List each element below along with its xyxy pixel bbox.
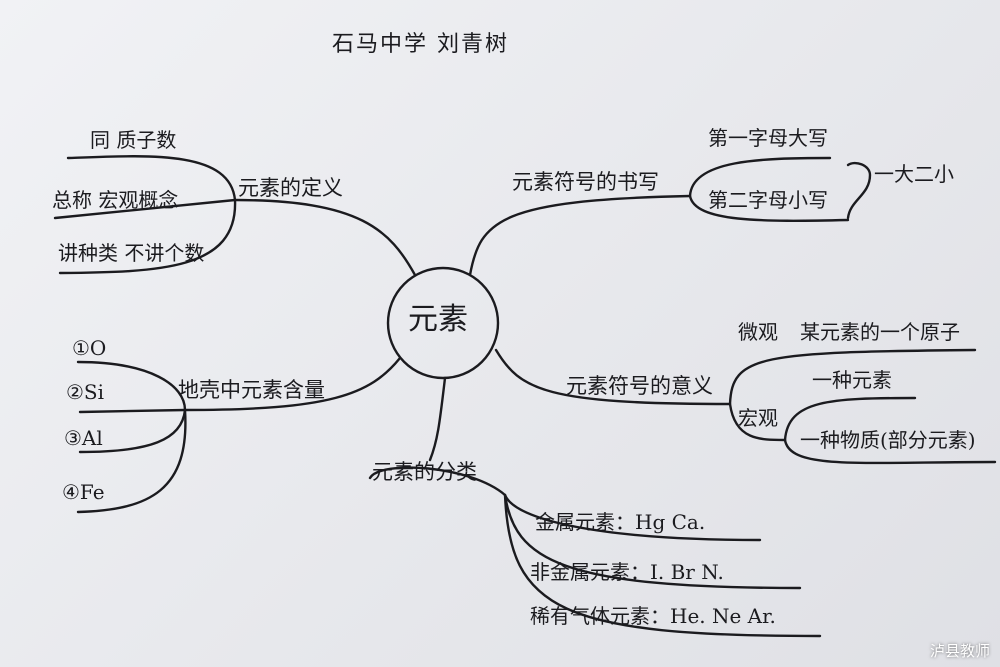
micro-text: 某元素的一个原子: [800, 320, 960, 344]
classification-connector: [428, 376, 447, 462]
crust-line-4: [76, 408, 187, 514]
classification-label: 元素的分类: [372, 460, 477, 484]
watermark: 泸县教师: [929, 642, 990, 660]
crust-line-2: [78, 408, 187, 414]
macro-top: [783, 396, 917, 442]
definition-item-2: 总称 宏观概念: [52, 188, 179, 212]
macro-label: 宏观: [738, 406, 778, 430]
classification-line-3: [503, 493, 822, 638]
center-label: 元素: [408, 302, 468, 337]
crust-connector: [183, 356, 402, 412]
definition-label: 元素的定义: [238, 176, 343, 200]
definition-item-3: 讲种类 不讲个数: [58, 241, 205, 265]
symbol-writing-brace: [846, 161, 872, 220]
crust-item-1: ①O: [72, 336, 107, 360]
crust-item-3: ③Al: [64, 426, 103, 450]
micro-line: [728, 348, 977, 406]
macro-line: [728, 402, 787, 442]
classification-item-2: 非金属元素：I. Br N.: [530, 560, 724, 584]
symbol-meaning-connector: [494, 348, 732, 406]
center-circle: [386, 266, 500, 380]
symbol-meaning-label: 元素符号的意义: [566, 374, 713, 398]
definition-bracket-mid: [53, 198, 237, 220]
definition-bracket-top: [66, 155, 237, 202]
symbol-writing-connector: [468, 194, 692, 277]
definition-item-1: 同 质子数: [90, 128, 177, 152]
crust-label: 地壳中元素含量: [178, 378, 325, 402]
classification-item-1: 金属元素：Hg Ca.: [535, 510, 706, 534]
macro-bottom: [783, 438, 997, 465]
page-title: 石马中学 刘青树: [332, 32, 509, 57]
crust-line-3: [78, 408, 187, 454]
symbol-writing-top: [688, 156, 832, 198]
definition-bracket-bottom: [58, 198, 237, 275]
classification-loop: [368, 466, 507, 497]
symbol-writing-note: 一大二小: [874, 162, 954, 186]
symbol-writing-label: 元素符号的书写: [512, 170, 659, 194]
macro-item-1: 一种元素: [812, 368, 892, 392]
classification-line-1: [503, 493, 762, 542]
classification-line-2: [503, 493, 802, 590]
symbol-writing-item-1: 第一字母大写: [708, 126, 828, 150]
crust-item-4: ④Fe: [62, 480, 105, 504]
micro-label: 微观: [738, 320, 778, 344]
symbol-writing-item-2: 第二字母小写: [708, 188, 828, 212]
definition-connector: [233, 198, 417, 277]
symbol-writing-bottom: [688, 194, 850, 222]
crust-item-2: ②Si: [66, 380, 105, 404]
classification-item-3: 稀有气体元素：He. Ne Ar.: [530, 604, 776, 628]
crust-line-1: [76, 360, 187, 412]
macro-item-2: 一种物质(部分元素): [800, 428, 976, 452]
